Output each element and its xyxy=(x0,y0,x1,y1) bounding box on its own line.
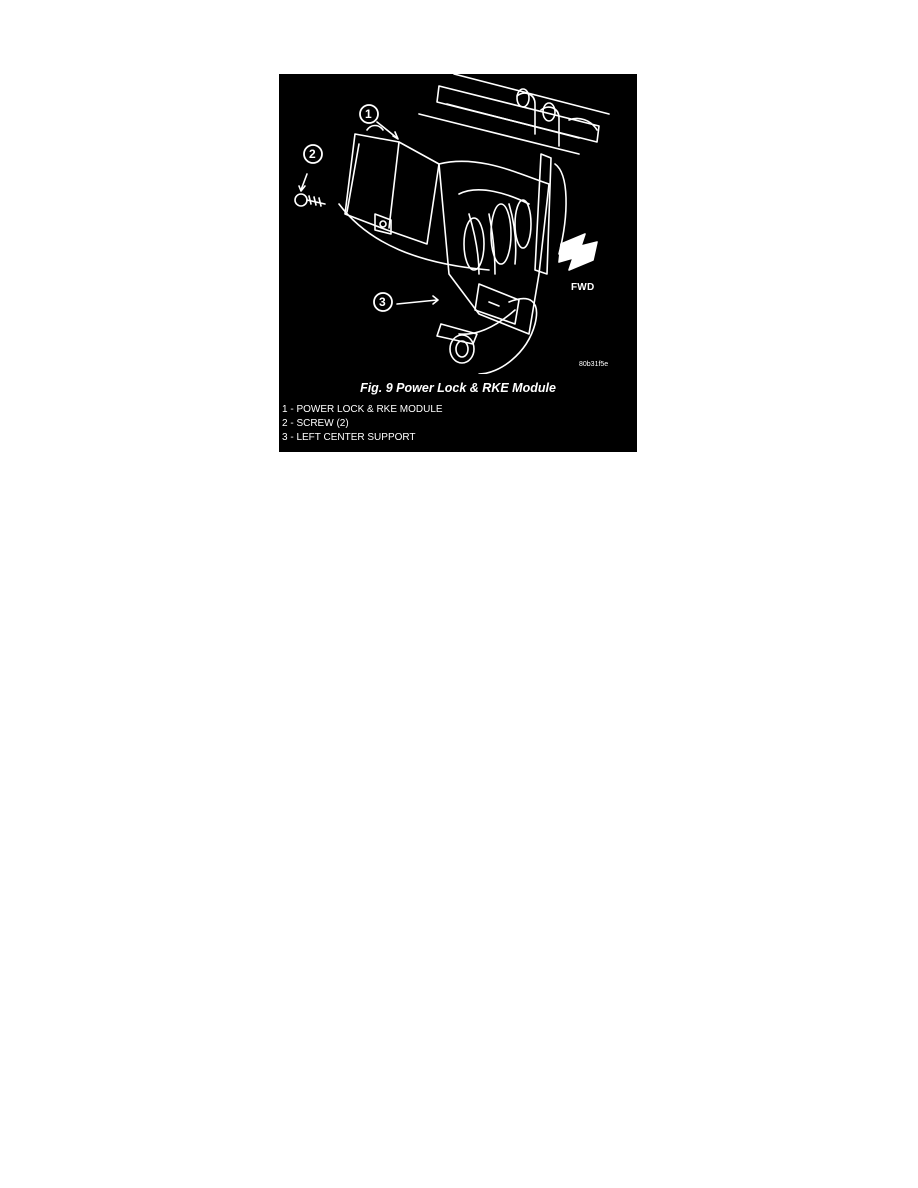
legend-item: 3 - LEFT CENTER SUPPORT xyxy=(282,432,416,443)
figure-legend: 1 - POWER LOCK & RKE MODULE 2 - SCREW (2… xyxy=(282,403,443,445)
legend-item: 1 - POWER LOCK & RKE MODULE xyxy=(282,404,443,415)
callout-2-label: 2 xyxy=(309,147,316,161)
figure-reference-code: 80b31f5e xyxy=(579,361,609,368)
figure-panel: 1 2 3 FWD 80b31f5e Fig. 9 Power Lock & R… xyxy=(279,74,637,452)
module-illustration: 1 2 3 xyxy=(294,74,610,374)
callout-3-label: 3 xyxy=(379,295,386,309)
forward-direction-label: FWD xyxy=(571,282,595,293)
figure-title: Fig. 9 Power Lock & RKE Module xyxy=(360,381,556,395)
legend-item: 2 - SCREW (2) xyxy=(282,418,349,429)
callout-1-label: 1 xyxy=(365,107,372,121)
